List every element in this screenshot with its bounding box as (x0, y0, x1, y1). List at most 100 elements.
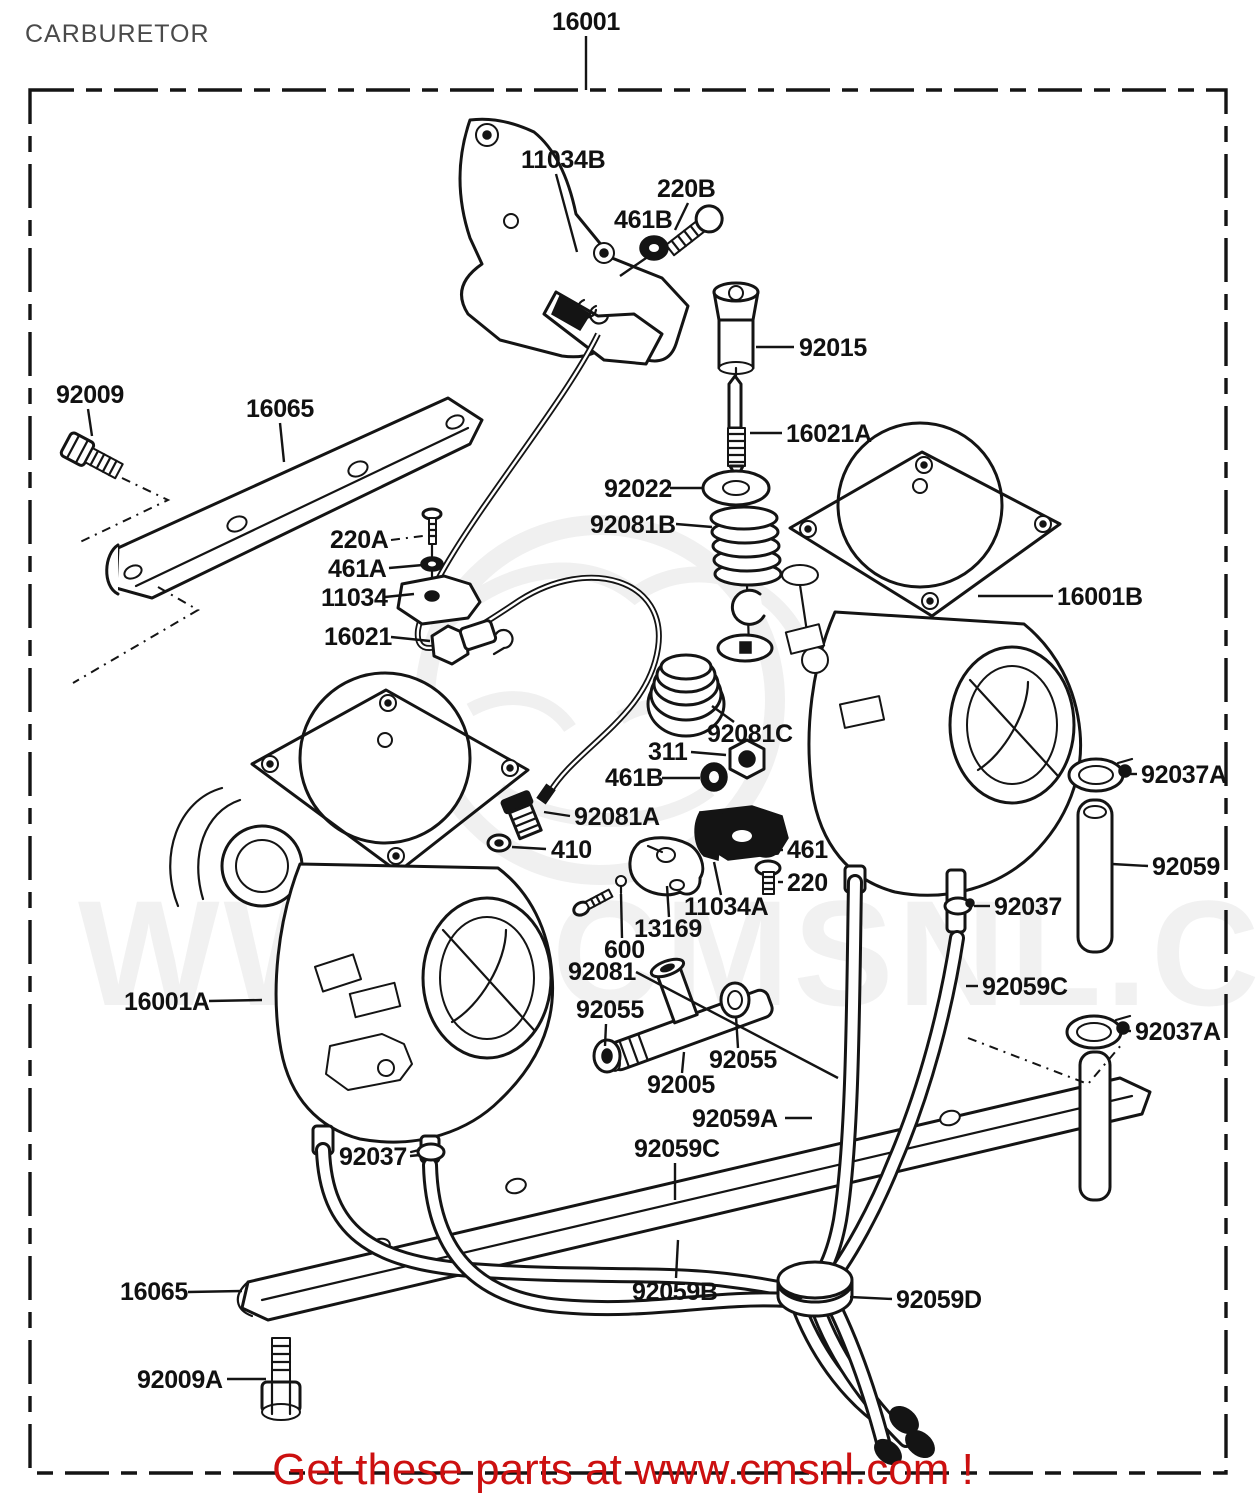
part-label-92059a: 92059A (692, 1105, 778, 1133)
oring-92055-right (719, 981, 751, 1019)
leader-line (86, 408, 94, 437)
leader-line (849, 1295, 893, 1301)
fuel-tube-92059 (1076, 798, 1114, 1202)
clamp-92037-right (943, 896, 975, 916)
part-label-220a: 220A (330, 526, 389, 554)
part-label-92022: 92022 (604, 475, 672, 503)
part-label-410: 410 (551, 836, 592, 864)
part-label-92081a: 92081A (574, 803, 660, 831)
throttle-cable (414, 332, 662, 805)
part-label-92037: 92037 (994, 893, 1062, 921)
leader-line (680, 1051, 686, 1074)
part-label-92015: 92015 (799, 334, 867, 362)
part-label-92059: 92059 (1152, 853, 1220, 881)
leader-line (1111, 862, 1149, 868)
part-label-92059c: 92059C (982, 973, 1068, 1001)
needle-92081a (500, 790, 543, 841)
part-label-92081: 92081 (568, 958, 636, 986)
leader-line (409, 1153, 421, 1158)
bolt-92009a (260, 1337, 302, 1421)
leader-line (511, 845, 547, 851)
float-valve-16021 (430, 619, 514, 666)
part-label-92059b: 92059B (632, 1278, 718, 1306)
part-label-92055: 92055 (576, 996, 644, 1024)
spring-92081b (709, 505, 783, 587)
part-label-13169: 13169 (634, 915, 702, 943)
hose-bundle-ends (792, 1302, 935, 1466)
vent-hose-92059c-right (820, 930, 965, 1292)
leader-line (619, 255, 650, 277)
part-label-16001a: 16001A (124, 988, 210, 1016)
pin-600 (572, 875, 627, 917)
bracket-11034a (694, 805, 789, 861)
diagram-border (28, 88, 1228, 1475)
right-carburetor-body (781, 421, 1083, 934)
clamp-92037a-lower (1065, 1014, 1132, 1050)
part-label-11034a: 11034A (684, 893, 769, 921)
leader-line (734, 1015, 740, 1049)
part-label-92037: 92037 (339, 1143, 407, 1171)
washer-461b-lower (700, 762, 728, 792)
leader-line (208, 998, 263, 1003)
part-label-461: 461 (787, 836, 828, 864)
part-label-11034b: 11034B (521, 146, 605, 174)
part-label-92009a: 92009A (137, 1366, 223, 1394)
leader-line (390, 535, 424, 541)
part-label-461a: 461A (328, 555, 387, 583)
part-label-92081b: 92081B (590, 511, 676, 539)
bolt-92009 (59, 431, 124, 480)
fuel-rail-top (105, 396, 484, 600)
part-label-16001: 16001 (552, 8, 620, 36)
clamp-92037a-upper (1067, 757, 1134, 793)
part-label-92055: 92055 (709, 1046, 777, 1074)
part-label-11034: 11034 (321, 584, 388, 612)
leader-line (278, 422, 286, 463)
leader-line (72, 586, 200, 684)
needle-seat-clip (716, 583, 774, 663)
leader-line (675, 522, 713, 529)
washer-92022 (701, 469, 771, 507)
part-label-92037a: 92037A (1135, 1018, 1221, 1046)
part-label-92059c: 92059C (634, 1135, 720, 1163)
cap-92015 (712, 281, 760, 375)
leader-line (388, 563, 424, 570)
leader-line (384, 592, 415, 599)
part-label-16021: 16021 (324, 623, 392, 651)
boot-92081c (646, 653, 726, 738)
leader-line (603, 1023, 608, 1047)
leader-line (390, 635, 431, 643)
leader-line (77, 477, 171, 544)
part-label-16021a: 16021A (786, 420, 872, 448)
clamp-92037-left (409, 1142, 446, 1162)
part-label-461b: 461B (605, 764, 664, 792)
part-label-461b: 461B (614, 206, 673, 234)
left-carburetor-body (169, 671, 555, 1164)
page-title: CARBURETOR (25, 20, 210, 48)
washer-461b-top (639, 235, 669, 261)
drain-hose-92059b (422, 1157, 796, 1317)
bracket-11034 (396, 574, 482, 626)
leader-line (673, 202, 690, 231)
washer-410 (486, 833, 512, 853)
leader-line (665, 885, 671, 918)
washer-92055-left (592, 1038, 622, 1074)
part-label-92009: 92009 (56, 381, 124, 409)
part-label-92081c: 92081C (707, 720, 793, 748)
leader-line (674, 1239, 680, 1279)
part-label-92037a: 92037A (1141, 761, 1227, 789)
pilot-screw-16021a (726, 366, 747, 480)
part-label-220b: 220B (657, 175, 716, 203)
footer-promo-text: Get these parts at www.cmsnl.com ! (272, 1445, 974, 1494)
leader-line (690, 750, 727, 757)
part-label-92059d: 92059D (896, 1286, 982, 1314)
part-label-16065: 16065 (120, 1278, 188, 1306)
leader-line (619, 893, 624, 939)
part-label-220: 220 (787, 869, 828, 897)
drain-hose-92059c-left (315, 1142, 806, 1300)
nut-311 (728, 738, 766, 780)
leader-line (967, 1037, 1123, 1086)
leader-line (712, 861, 723, 896)
part-label-16001b: 16001B (1057, 583, 1143, 611)
